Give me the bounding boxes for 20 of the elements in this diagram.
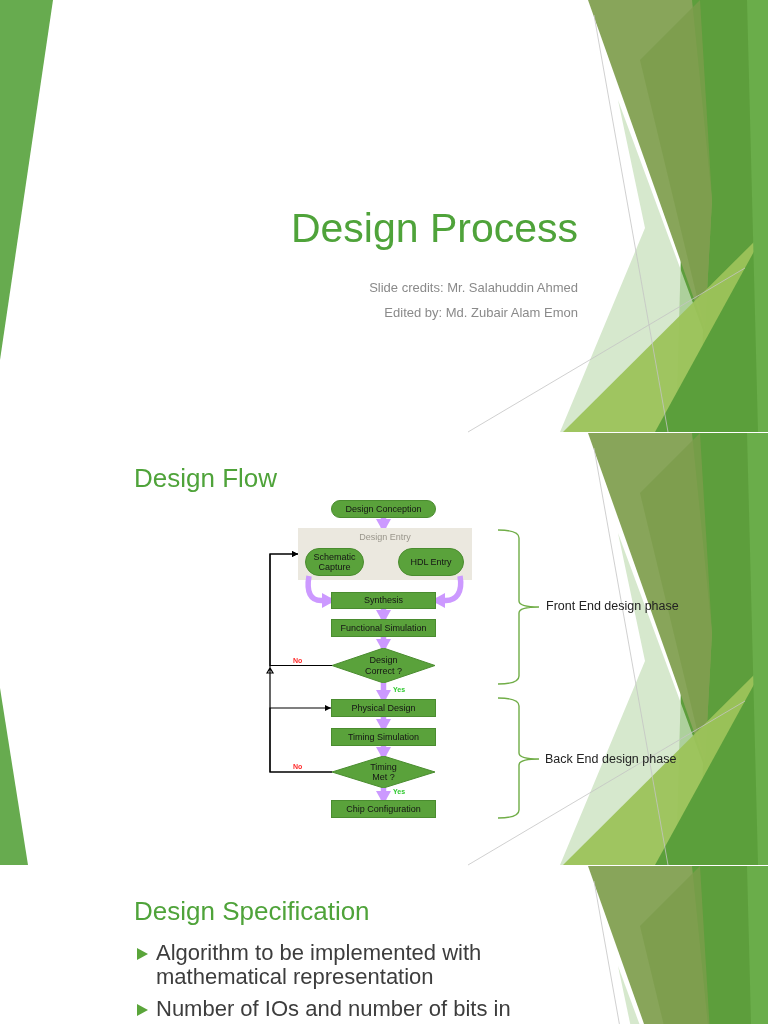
terminal-pill: Design Conception (331, 500, 436, 518)
group-band (298, 528, 472, 580)
credit-line: Edited by: Md. Zubair Alam Emon (384, 305, 578, 321)
slide-heading: Design Flow (134, 463, 278, 494)
terminal-pill: Schematic Capture (305, 548, 364, 576)
credit-line: Slide credits: Mr. Salahuddin Ahmed (369, 280, 578, 296)
process-box: Chip Configuration (331, 800, 436, 818)
arrow (266, 551, 333, 773)
slide-heading: Design Specification (134, 896, 370, 927)
bullet-text: Algorithm to be implemented with mathematical representation (156, 941, 483, 989)
process-box: Functional Simulation (331, 619, 436, 637)
group-heading: Design Entry (359, 533, 411, 542)
decision-diamond: Design Correct ? (332, 648, 435, 683)
terminal-pill: HDL Entry (398, 548, 464, 576)
bullet-text: Number of IOs and number of bits in (156, 997, 512, 1021)
slide-title: Design Process (290, 204, 578, 252)
process-box: Physical Design (331, 699, 436, 717)
process-box: Timing Simulation (331, 728, 436, 746)
decision-diamond: Timing Met ? (332, 756, 435, 788)
process-box: Synthesis (331, 592, 436, 609)
